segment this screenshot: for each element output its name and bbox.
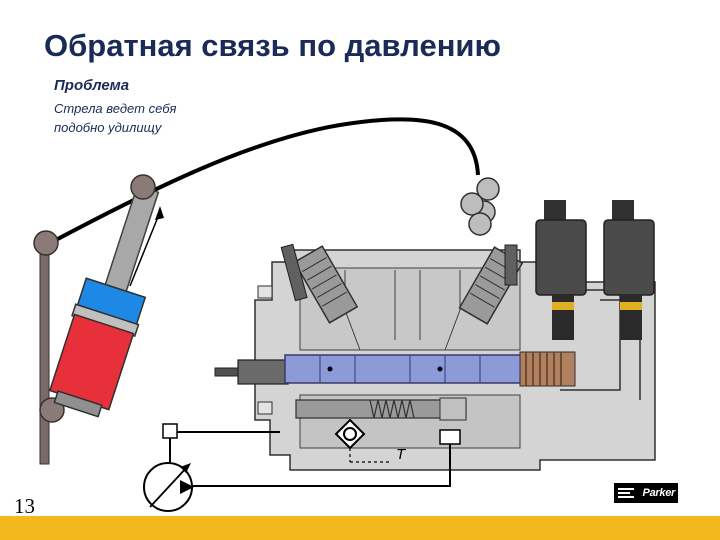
note-line-2: подобно удилищу <box>54 120 162 135</box>
pump-symbol <box>143 462 194 512</box>
slide-title: Обратная связь по давлению <box>44 28 501 63</box>
parker-logo: Parker <box>614 483 678 503</box>
pressure-line-stub <box>162 423 178 439</box>
lower-spool <box>295 397 467 421</box>
tank-port-label: T <box>396 446 406 463</box>
boom-arm-line <box>51 117 480 244</box>
note-line-1: Стрела ведет себя <box>54 101 177 116</box>
problem-note: Стрела ведет себя подобно удилищу <box>54 99 224 137</box>
cylinder-base <box>53 390 103 418</box>
slide-number: 13 <box>14 494 35 518</box>
parker-logo-text: Parker <box>642 487 676 499</box>
problem-heading: Проблема <box>54 77 130 94</box>
right-adjuster <box>504 244 518 286</box>
main-spool <box>214 351 576 387</box>
left-adjuster <box>280 243 308 302</box>
hydraulic-cylinder <box>48 184 160 418</box>
ball-cluster <box>460 177 500 236</box>
motion-arrow-head <box>155 206 164 220</box>
motion-arrow <box>129 211 161 287</box>
footer-bar <box>0 516 720 540</box>
cylinder-pivot-top <box>130 174 156 200</box>
solenoid-right <box>603 200 655 340</box>
mast-pivot-top <box>33 230 59 256</box>
pressure-port <box>439 429 461 445</box>
check-valve-symbol <box>334 418 390 463</box>
solenoid-left <box>535 200 587 340</box>
left-cartridge <box>293 245 359 324</box>
mast-post <box>39 243 50 465</box>
parker-logo-stripes <box>618 488 634 498</box>
